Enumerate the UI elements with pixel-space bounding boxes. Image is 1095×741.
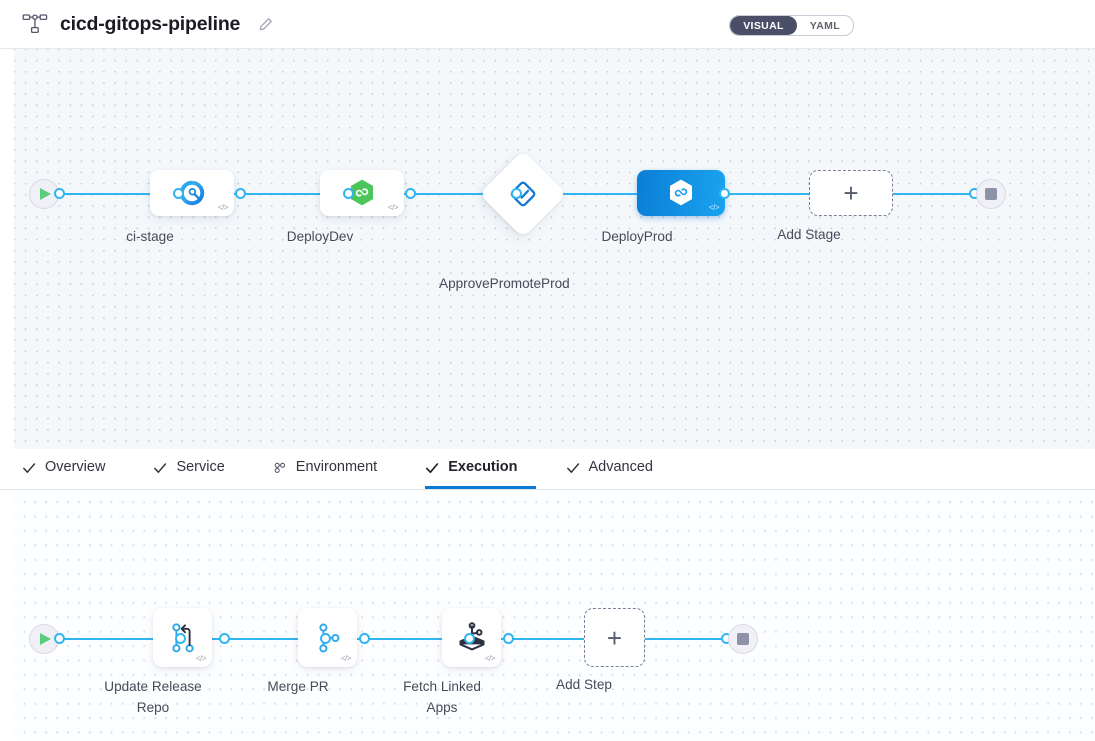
code-badge: </> <box>340 654 352 663</box>
connector-fetch-to-addstep <box>494 638 594 640</box>
tab-environment[interactable]: Environment <box>273 449 395 489</box>
infrastructure-icon <box>274 462 285 473</box>
step-merge-out-port[interactable] <box>359 633 370 644</box>
stage-config-tabs[interactable]: Overview Service Environment Execution <box>0 449 1095 490</box>
step-end-node[interactable] <box>728 624 758 654</box>
connector-approve-to-deployprod <box>538 193 648 195</box>
tab-label: Service <box>176 459 225 475</box>
step-canvas[interactable]: </> Update Release Repo </> Merge PR <box>0 490 1095 741</box>
code-badge: </> <box>217 203 229 212</box>
stage-start-node[interactable] <box>29 179 59 209</box>
stage-deploydev-in-port[interactable] <box>343 188 354 199</box>
play-icon <box>40 633 51 645</box>
stop-icon <box>985 188 997 200</box>
step-label: Update Release Repo <box>104 679 202 715</box>
step-merge-in-port[interactable] <box>320 633 331 644</box>
connector-start-to-ci <box>54 193 178 195</box>
stage-ci-out-port[interactable] <box>235 188 246 199</box>
stage-label: ApprovePromoteProd <box>439 276 570 291</box>
step-update-in-port[interactable] <box>175 633 186 644</box>
code-badge: </> <box>708 203 720 212</box>
tab-advanced[interactable]: Advanced <box>566 449 672 489</box>
check-icon <box>154 462 167 473</box>
code-badge: </> <box>195 654 207 663</box>
stage-label: DeployProd <box>601 229 673 244</box>
connector-addstep-to-end <box>634 638 744 640</box>
page-title: cicd-gitops-pipeline <box>60 12 241 35</box>
step-label: Merge PR <box>267 679 329 694</box>
pencil-edit-icon[interactable] <box>252 17 273 32</box>
toggle-option-yaml[interactable]: YAML <box>809 19 840 32</box>
cd-hexagon-icon <box>670 179 692 206</box>
check-icon <box>566 462 579 473</box>
step-label: Fetch Linked Apps <box>403 679 481 715</box>
pipeline-header: cicd-gitops-pipeline VISUAL YAML <box>0 0 1095 49</box>
stage-canvas[interactable]: </> ci-stage </> DeployDev <box>0 49 1095 449</box>
step-fetch-out-port[interactable] <box>503 633 514 644</box>
tab-label: Advanced <box>588 459 654 475</box>
tab-label: Execution <box>448 459 518 475</box>
code-badge: </> <box>484 654 496 663</box>
play-icon <box>40 188 51 200</box>
toggle-option-visual[interactable]: VISUAL <box>730 16 797 35</box>
pipeline-header-left: cicd-gitops-pipeline <box>0 13 273 36</box>
stage-deployprod-out-port[interactable] <box>719 188 730 199</box>
check-icon <box>23 462 36 473</box>
connector-deploydev-to-approve <box>396 193 512 195</box>
stage-deploydev-out-port[interactable] <box>405 188 416 199</box>
stop-icon <box>737 633 749 645</box>
tab-label: Environment <box>295 459 378 475</box>
tab-overview[interactable]: Overview <box>22 449 123 489</box>
stage-label: DeployDev <box>286 229 354 244</box>
stage-label: ci-stage <box>126 229 174 244</box>
add-stage-label: Add Stage <box>777 227 841 242</box>
check-icon <box>426 462 439 473</box>
step-fetch-in-port[interactable] <box>464 633 475 644</box>
code-badge: </> <box>387 203 399 212</box>
plus-icon: + <box>843 178 859 208</box>
connector-ci-to-deploydev <box>226 193 348 195</box>
stage-start-port[interactable] <box>54 188 65 199</box>
tab-label: Overview <box>45 459 106 475</box>
connector-deployprod-to-addstage <box>710 193 820 195</box>
stage-end-node[interactable] <box>976 179 1006 209</box>
connector-update-to-merge <box>210 638 310 640</box>
connector-addstage-to-end <box>880 193 980 195</box>
tab-service[interactable]: Service <box>153 449 242 489</box>
cd-hexagon-icon <box>351 179 373 206</box>
step-start-port[interactable] <box>54 633 65 644</box>
step-update-out-port[interactable] <box>219 633 230 644</box>
connector-merge-to-fetch <box>349 638 449 640</box>
stage-ci-in-port[interactable] <box>173 188 184 199</box>
stage-approve-in-port[interactable] <box>511 188 522 199</box>
add-step-label: Add Step <box>556 677 612 692</box>
connector-start-to-update <box>54 638 180 640</box>
tab-execution[interactable]: Execution <box>425 449 536 489</box>
plus-icon: + <box>606 622 623 653</box>
pipeline-nodes-icon <box>22 13 48 35</box>
view-mode-toggle[interactable]: VISUAL YAML <box>729 15 854 36</box>
